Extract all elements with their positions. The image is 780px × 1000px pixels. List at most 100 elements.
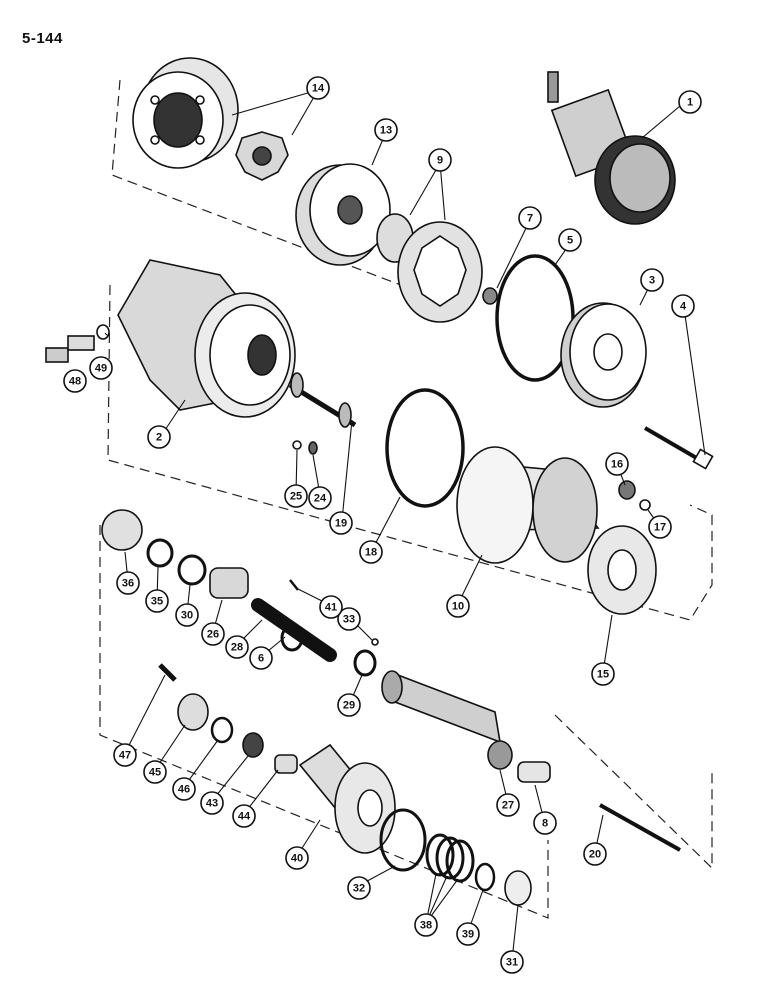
callout-number: 24 xyxy=(314,493,327,505)
callout-circle xyxy=(605,452,629,476)
callout-35: 35 xyxy=(145,589,169,613)
callout-number: 13 xyxy=(380,125,392,137)
callout-number: 30 xyxy=(181,610,193,622)
callout-number: 39 xyxy=(462,929,474,941)
callout-circle xyxy=(678,90,702,114)
callout-5: 5 xyxy=(558,228,582,252)
callout-circle xyxy=(640,268,664,292)
callout-number: 9 xyxy=(437,155,443,167)
callout-9: 9 xyxy=(428,148,452,172)
callout-number: 38 xyxy=(420,920,432,932)
callout-14: 14 xyxy=(306,76,330,100)
callout-circle xyxy=(145,589,169,613)
callout-number: 14 xyxy=(312,83,325,95)
lower-group-outline xyxy=(99,525,549,919)
callout-number: 29 xyxy=(343,700,355,712)
star-rotor xyxy=(235,131,289,181)
callout-15: 15 xyxy=(591,662,615,686)
bushing xyxy=(209,567,249,599)
callout-16: 16 xyxy=(605,452,629,476)
callout-number: 45 xyxy=(149,767,161,779)
callout-circle xyxy=(172,777,196,801)
callout-18: 18 xyxy=(359,540,383,564)
callout-circle xyxy=(374,118,398,142)
callout-number: 46 xyxy=(178,784,190,796)
callout-number: 33 xyxy=(343,614,355,626)
callout-number: 8 xyxy=(542,818,548,830)
snap-ring-left xyxy=(280,624,304,652)
backup-ring xyxy=(146,538,174,568)
callout-number: 20 xyxy=(589,849,601,861)
callout-circle xyxy=(591,662,615,686)
callout-number: 28 xyxy=(231,642,243,654)
callout-circle xyxy=(319,595,343,619)
callout-number: 4 xyxy=(680,301,687,313)
dust-seal xyxy=(101,509,143,551)
long-bolt xyxy=(643,426,714,470)
callout-10: 10 xyxy=(446,594,470,618)
callout-29: 29 xyxy=(337,693,361,717)
callout-number: 27 xyxy=(502,800,514,812)
callout-circle xyxy=(446,594,470,618)
callout-number: 7 xyxy=(527,213,533,225)
spool-sleeve xyxy=(381,670,502,744)
callout-8: 8 xyxy=(533,811,557,835)
callout-number: 6 xyxy=(258,653,264,665)
callout-19: 19 xyxy=(329,511,353,535)
callout-number: 18 xyxy=(365,547,377,559)
end-plate xyxy=(560,302,647,408)
callout-number: 25 xyxy=(290,491,302,503)
callout-number: 43 xyxy=(206,798,218,810)
callout-27: 27 xyxy=(496,793,520,817)
callout-number: 36 xyxy=(122,578,134,590)
callout-circle xyxy=(558,228,582,252)
callout-circle xyxy=(113,743,137,767)
callout-circle xyxy=(306,76,330,100)
callout-circle xyxy=(648,515,672,539)
callout-circle xyxy=(200,791,224,815)
callout-4: 4 xyxy=(671,294,695,318)
mounting-flange xyxy=(298,743,396,854)
o-ring-large xyxy=(385,388,465,508)
valve-assembly xyxy=(547,71,676,225)
callout-36: 36 xyxy=(116,571,140,595)
callout-number: 31 xyxy=(506,957,518,969)
spacer-plate xyxy=(295,163,391,266)
callout-circle xyxy=(583,842,607,866)
callout-number: 2 xyxy=(156,432,162,444)
cylinder-sleeve xyxy=(456,446,600,564)
quad-ring xyxy=(177,554,207,586)
callout-39: 39 xyxy=(456,922,480,946)
callout-circle xyxy=(147,425,171,449)
callout-number: 35 xyxy=(151,596,163,608)
callout-circle xyxy=(359,540,383,564)
callout-circle xyxy=(496,793,520,817)
callout-43: 43 xyxy=(200,791,224,815)
callout-number: 41 xyxy=(325,602,337,614)
check-ball-seat xyxy=(308,441,318,455)
rotor-housing xyxy=(132,57,239,169)
callout-layer: 1234567891013141516171819202425262728293… xyxy=(63,76,702,974)
callout-49: 49 xyxy=(89,356,113,380)
callout-25: 25 xyxy=(284,484,308,508)
callout-number: 19 xyxy=(335,518,347,530)
callout-number: 49 xyxy=(95,363,107,375)
callout-number: 3 xyxy=(649,275,655,287)
callout-circle xyxy=(285,846,309,870)
lock-ring xyxy=(210,716,234,744)
detent-ball xyxy=(371,638,379,646)
callout-circle xyxy=(456,922,480,946)
callout-17: 17 xyxy=(648,515,672,539)
page-number: 5-144 xyxy=(22,30,63,47)
small-ring xyxy=(292,440,302,450)
callout-circle xyxy=(225,635,249,659)
gerotor-set xyxy=(376,213,483,323)
callout-46: 46 xyxy=(172,777,196,801)
callout-circle xyxy=(249,646,273,670)
callout-number: 32 xyxy=(353,883,365,895)
callout-number: 15 xyxy=(597,669,609,681)
callout-number: 5 xyxy=(567,235,573,247)
callout-circle xyxy=(116,571,140,595)
bleeder-bolt xyxy=(158,663,177,682)
